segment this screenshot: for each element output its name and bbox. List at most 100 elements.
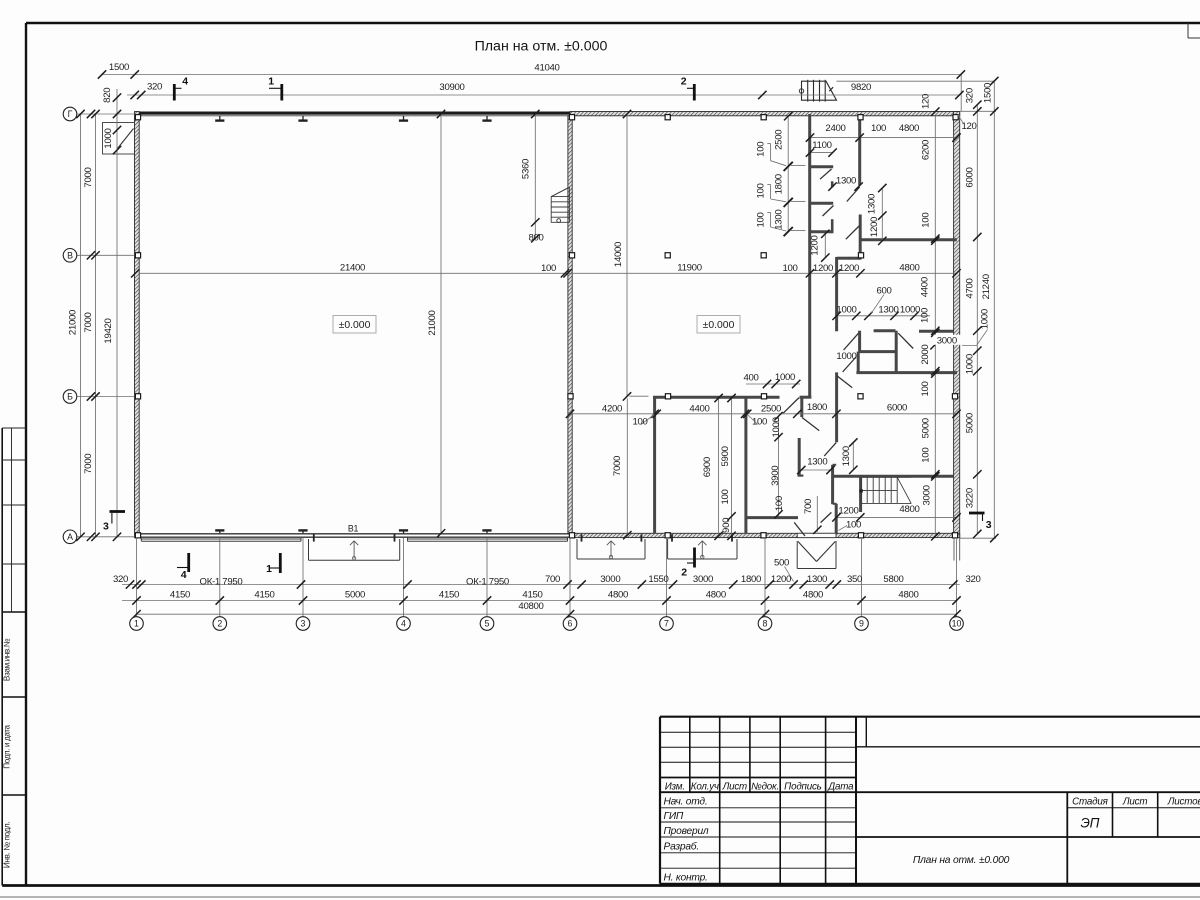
svg-text:3: 3 xyxy=(986,519,992,531)
svg-text:Подп. и дата: Подп. и дата xyxy=(3,724,12,768)
svg-text:1300: 1300 xyxy=(807,574,827,585)
svg-text:19420: 19420 xyxy=(103,318,114,343)
svg-text:4150: 4150 xyxy=(254,589,274,600)
svg-text:6900: 6900 xyxy=(702,457,713,477)
svg-text:1000: 1000 xyxy=(980,309,991,329)
svg-text:4800: 4800 xyxy=(608,589,628,600)
svg-text:1500: 1500 xyxy=(983,83,994,103)
svg-text:1200: 1200 xyxy=(809,235,820,255)
svg-text:3: 3 xyxy=(103,521,109,533)
svg-text:5800: 5800 xyxy=(883,574,903,585)
svg-text:320: 320 xyxy=(113,574,128,585)
svg-text:100: 100 xyxy=(632,416,647,427)
svg-text:Подпись: Подпись xyxy=(784,781,822,792)
svg-text:820: 820 xyxy=(102,88,113,103)
svg-text:2400: 2400 xyxy=(825,123,845,134)
svg-text:1: 1 xyxy=(266,563,272,575)
svg-text:1300: 1300 xyxy=(774,210,785,230)
svg-text:2500: 2500 xyxy=(774,130,785,150)
svg-text:3000: 3000 xyxy=(693,574,713,585)
svg-text:4700: 4700 xyxy=(965,278,976,298)
svg-text:В: В xyxy=(67,251,73,261)
svg-text:5360: 5360 xyxy=(520,159,531,179)
svg-text:4: 4 xyxy=(181,569,187,581)
svg-text:2500: 2500 xyxy=(761,403,781,414)
svg-text:1000: 1000 xyxy=(900,304,920,315)
svg-text:Проверил: Проверил xyxy=(664,826,709,837)
svg-text:1800: 1800 xyxy=(741,574,761,585)
svg-text:5000: 5000 xyxy=(345,589,365,600)
svg-text:4150: 4150 xyxy=(170,589,190,600)
svg-text:1200: 1200 xyxy=(771,574,791,585)
svg-text:14000: 14000 xyxy=(613,242,624,267)
svg-text:4: 4 xyxy=(401,619,406,629)
svg-text:600: 600 xyxy=(876,285,891,296)
svg-text:Нач. отд.: Нач. отд. xyxy=(664,796,708,807)
svg-text:9820: 9820 xyxy=(851,82,871,93)
svg-text:5000: 5000 xyxy=(921,418,932,438)
svg-text:Взам.инв.№: Взам.инв.№ xyxy=(3,638,12,681)
svg-text:1550: 1550 xyxy=(648,574,668,585)
svg-text:План на отм. ±0.000: План на отм. ±0.000 xyxy=(475,39,608,55)
svg-text:6200: 6200 xyxy=(921,140,932,160)
svg-text:Кол.уч: Кол.уч xyxy=(691,781,719,792)
svg-text:4800: 4800 xyxy=(899,262,919,273)
svg-text:1000: 1000 xyxy=(965,354,976,374)
svg-text:800: 800 xyxy=(528,233,543,244)
svg-text:5000: 5000 xyxy=(965,413,976,433)
svg-text:4800: 4800 xyxy=(706,589,726,600)
svg-text:2000: 2000 xyxy=(920,345,931,365)
svg-text:1300: 1300 xyxy=(841,446,852,466)
svg-text:1000: 1000 xyxy=(775,372,795,383)
svg-text:100: 100 xyxy=(756,212,767,227)
svg-text:100: 100 xyxy=(921,448,932,463)
svg-text:100: 100 xyxy=(846,519,861,530)
svg-text:700: 700 xyxy=(545,574,560,585)
svg-text:1000: 1000 xyxy=(836,304,856,315)
svg-text:350: 350 xyxy=(847,574,862,585)
svg-text:Лист: Лист xyxy=(1122,797,1147,808)
svg-text:План на отм. ±0.000: План на отм. ±0.000 xyxy=(913,855,1010,866)
svg-text:Лист: Лист xyxy=(722,781,747,792)
svg-text:Разраб.: Разраб. xyxy=(664,840,699,852)
svg-text:7: 7 xyxy=(664,619,669,629)
svg-text:1000: 1000 xyxy=(836,351,856,362)
svg-text:4800: 4800 xyxy=(899,504,919,515)
svg-text:10: 10 xyxy=(952,619,962,629)
svg-text:5900: 5900 xyxy=(720,446,731,466)
svg-text:320: 320 xyxy=(147,82,162,93)
svg-text:1: 1 xyxy=(268,75,274,87)
svg-text:4400: 4400 xyxy=(920,277,931,297)
svg-text:100: 100 xyxy=(871,123,886,134)
svg-text:4200: 4200 xyxy=(602,403,622,414)
svg-text:100: 100 xyxy=(541,263,556,274)
svg-text:Инв. № подл.: Инв. № подл. xyxy=(3,822,12,868)
svg-text:3000: 3000 xyxy=(937,335,957,346)
svg-text:4150: 4150 xyxy=(522,589,542,600)
svg-text:40800: 40800 xyxy=(518,601,543,612)
svg-text:1300: 1300 xyxy=(807,456,827,467)
svg-text:1100: 1100 xyxy=(812,140,831,151)
svg-text:7000: 7000 xyxy=(83,312,94,332)
svg-text:№док.: №док. xyxy=(751,781,779,792)
svg-text:4800: 4800 xyxy=(899,123,919,134)
svg-text:120: 120 xyxy=(921,94,932,109)
svg-text:4800: 4800 xyxy=(898,589,918,600)
svg-text:21400: 21400 xyxy=(340,262,365,273)
svg-text:320: 320 xyxy=(965,574,980,585)
svg-text:ЭП: ЭП xyxy=(1081,816,1100,831)
svg-text:100: 100 xyxy=(752,416,767,427)
svg-text:6000: 6000 xyxy=(964,167,975,187)
svg-text:4150: 4150 xyxy=(439,589,459,600)
svg-text:1800: 1800 xyxy=(807,402,827,413)
svg-text:100: 100 xyxy=(756,142,767,157)
svg-text:ОК-1 7950: ОК-1 7950 xyxy=(200,576,243,587)
svg-text:±0.000: ±0.000 xyxy=(339,320,371,331)
svg-text:11900: 11900 xyxy=(677,262,701,273)
svg-text:1: 1 xyxy=(134,619,139,629)
svg-text:1800: 1800 xyxy=(774,174,785,194)
svg-text:6000: 6000 xyxy=(887,402,907,413)
svg-text:Г: Г xyxy=(68,109,73,119)
svg-text:3220: 3220 xyxy=(965,488,976,508)
svg-text:100: 100 xyxy=(920,308,931,323)
